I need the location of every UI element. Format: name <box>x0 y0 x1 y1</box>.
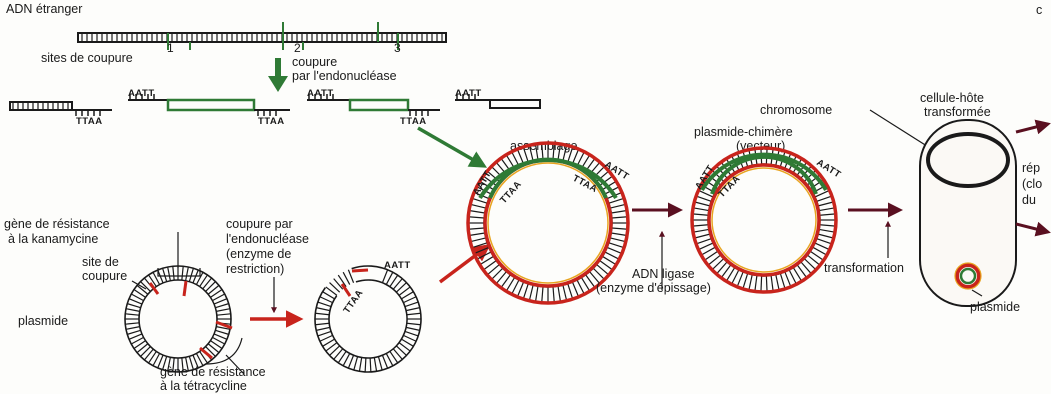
label-site-de-2: coupure <box>82 269 127 283</box>
site-number-2: 2 <box>294 41 301 55</box>
opened-plasmid <box>301 252 435 386</box>
label-edge-top: c <box>1036 3 1042 17</box>
label-gene-tetra-2: à la tétracycline <box>160 379 247 393</box>
label-site-de-1: site de <box>82 255 119 269</box>
label-coupure-par-4: restriction) <box>226 262 284 276</box>
foreign-dna-strand <box>78 22 446 50</box>
site-number-1: 1 <box>167 41 174 55</box>
label-adn-etranger: ADN étranger <box>6 2 82 16</box>
seq-ttaa-3: TTAA <box>400 116 427 127</box>
label-coupure-endo-2: par l'endonucléase <box>292 69 397 83</box>
label-gene-kana-1: gène de résistance <box>4 217 110 231</box>
label-edge-rep-3: du <box>1022 193 1036 207</box>
seq-ttaa-1: TTAA <box>76 116 103 127</box>
label-plasmide: plasmide <box>18 314 68 328</box>
label-gene-tetra-1: gène de résistance <box>160 365 266 379</box>
label-gene-kana-2: à la kanamycine <box>8 232 98 246</box>
label-adn-ligase-2: (enzyme d'épissage) <box>596 281 711 295</box>
out-arrow-top <box>1016 124 1048 132</box>
label-coupure-endo-1: coupure <box>292 55 337 69</box>
seq-aatt-1: AATT <box>128 88 155 99</box>
label-cellule-hote-1: cellule-hôte <box>920 91 984 105</box>
plasmid-circle <box>125 266 232 372</box>
label-plasmide-chimere-1: plasmide-chimère <box>694 125 793 139</box>
green-arrow-to-assembly <box>418 128 484 166</box>
down-arrow-head <box>268 76 288 92</box>
seq-aatt-2: AATT <box>307 88 334 99</box>
site-number-3: 3 <box>394 41 401 55</box>
seq-aatt-opened: AATT <box>384 260 411 271</box>
chromosome-pointer <box>870 110 930 148</box>
label-coupure-par-2: l'endonucléase <box>226 232 309 246</box>
label-sites-de-coupure: sites de coupure <box>41 51 133 65</box>
seq-ttaa-2: TTAA <box>258 116 285 127</box>
label-adn-ligase-1: ADN ligase <box>632 267 695 281</box>
label-chromosome: chromosome <box>760 103 832 117</box>
seq-ttaa-opened: TTAA <box>341 288 365 316</box>
label-coupure-par-1: coupure par <box>226 217 293 231</box>
label-cellule-hote-2: transformée <box>924 105 991 119</box>
seq-aatt-3: AATT <box>455 88 482 99</box>
label-coupure-par-3: (enzyme de <box>226 247 291 261</box>
out-arrow-bottom <box>1016 224 1048 232</box>
seq-ttaa-assembly-l: TTAA <box>498 179 524 206</box>
host-cell <box>920 120 1016 306</box>
label-edge-rep-2: (clo <box>1022 177 1042 191</box>
label-edge-rep-1: rép <box>1022 161 1040 175</box>
label-plasmide-right: plasmide <box>970 300 1020 314</box>
label-transformation: transformation <box>824 261 904 275</box>
